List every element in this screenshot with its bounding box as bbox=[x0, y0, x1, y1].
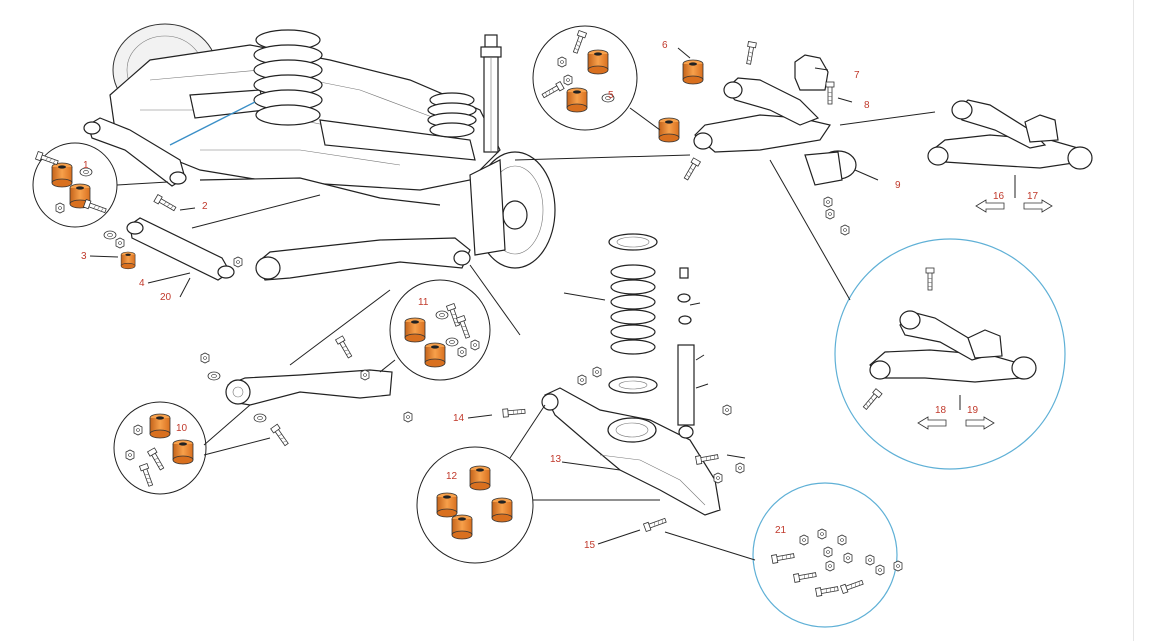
page-edge bbox=[1133, 0, 1164, 641]
label-16: 16 bbox=[993, 191, 1005, 202]
detail-circle-12 bbox=[416, 446, 534, 564]
label-2: 2 bbox=[202, 201, 208, 212]
label-6: 6 bbox=[662, 40, 668, 51]
label-12: 12 bbox=[446, 471, 458, 482]
upper-control-arm bbox=[693, 54, 831, 153]
detail-circle-21 bbox=[752, 482, 903, 628]
coil-spring-center bbox=[608, 233, 658, 394]
label-11: 11 bbox=[418, 297, 429, 308]
label-9: 9 bbox=[895, 180, 901, 191]
shock-absorber-main bbox=[480, 34, 502, 153]
detail-circle-5 bbox=[532, 25, 638, 131]
label-18: 18 bbox=[935, 405, 947, 416]
lower-control-arm bbox=[541, 387, 721, 516]
coil-spring-right bbox=[427, 92, 477, 138]
label-8: 8 bbox=[864, 100, 870, 111]
leader-lines bbox=[89, 47, 936, 561]
label-13: 13 bbox=[550, 454, 562, 465]
label-10: 10 bbox=[176, 423, 188, 434]
label-21: 21 bbox=[775, 525, 787, 536]
coil-spring-upper bbox=[253, 29, 323, 126]
detail-circle-10 bbox=[113, 401, 207, 495]
label-14: 14 bbox=[453, 413, 465, 424]
toe-link-arm bbox=[225, 369, 393, 406]
wishbone-arm-right bbox=[927, 99, 1093, 198]
trailing-arm-upper bbox=[83, 117, 187, 187]
label-5: 5 bbox=[608, 90, 614, 101]
part-number-labels: 1 2 3 4 5 6 7 8 9 10 11 12 13 14 15 16 1… bbox=[81, 40, 1039, 551]
label-20: 20 bbox=[160, 292, 172, 303]
detail-circle-11 bbox=[389, 279, 491, 381]
ball-joint bbox=[804, 150, 857, 186]
label-19: 19 bbox=[967, 405, 979, 416]
label-15: 15 bbox=[584, 540, 596, 551]
label-17: 17 bbox=[1027, 191, 1039, 202]
label-3: 3 bbox=[81, 251, 87, 262]
label-4: 4 bbox=[139, 278, 145, 289]
detail-circle-18 bbox=[834, 238, 1066, 470]
lateral-link bbox=[126, 217, 235, 281]
wheel-knuckle bbox=[469, 151, 556, 269]
label-7: 7 bbox=[854, 70, 860, 81]
lower-trailing-arm bbox=[255, 237, 471, 281]
detail-circle-1 bbox=[32, 142, 118, 228]
shock-absorber-center bbox=[677, 267, 695, 439]
label-1: 1 bbox=[83, 160, 89, 171]
rear-subframe-assembly bbox=[109, 23, 556, 269]
